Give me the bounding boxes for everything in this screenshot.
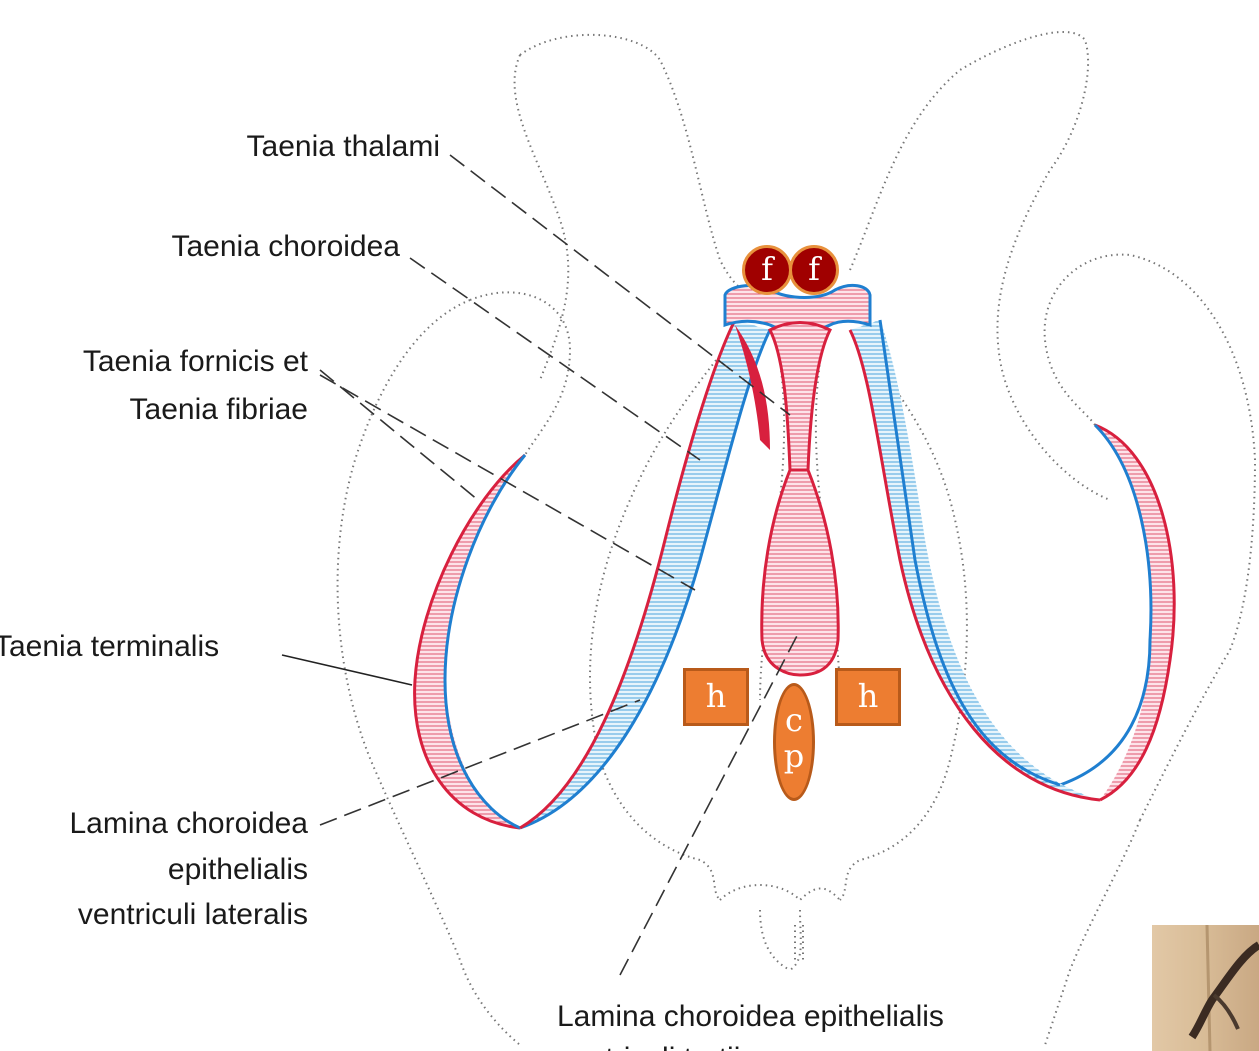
label-taenia-fibriae: Taenia fibriae [0, 393, 308, 427]
marker-hippocampus-right: h [835, 668, 901, 726]
label-taenia-choroidea: Taenia choroidea [60, 230, 400, 264]
label-lamina-lateralis-1: Lamina choroidea [0, 807, 308, 841]
right-lateral-band-red [1095, 425, 1174, 800]
marker-cp-bottom: p [776, 738, 812, 774]
marker-choroid-plexus: c p [773, 683, 815, 801]
leader-lines [320, 155, 800, 975]
label-lamina-lateralis-3: ventriculi lateralis [0, 898, 308, 932]
marker-fornix-right: f [789, 245, 839, 295]
label-taenia-terminalis: Taenia terminalis [0, 630, 219, 664]
label-taenia-thalami: Taenia thalami [150, 130, 440, 164]
marker-cp-top: c [776, 702, 812, 738]
label-lamina-lateralis-2: epithelialis [0, 853, 308, 887]
central-bulb [762, 470, 838, 675]
photo-content [1152, 925, 1259, 1051]
marker-hippocampus-left: h [683, 668, 749, 726]
label-lamina-tertii-2: ventriculi tertii [557, 1042, 740, 1051]
label-taenia-fornicis: Taenia fornicis et [0, 345, 308, 379]
terminalis-leader [282, 655, 412, 685]
left-long-band-blue [520, 320, 770, 828]
photo-thumbnail [1152, 925, 1259, 1051]
marker-fornix-left: f [742, 245, 792, 295]
label-lamina-tertii-1: Lamina choroidea epithelialis [557, 1000, 944, 1034]
left-lateral-band-red [415, 455, 525, 828]
central-stalk [770, 323, 830, 471]
